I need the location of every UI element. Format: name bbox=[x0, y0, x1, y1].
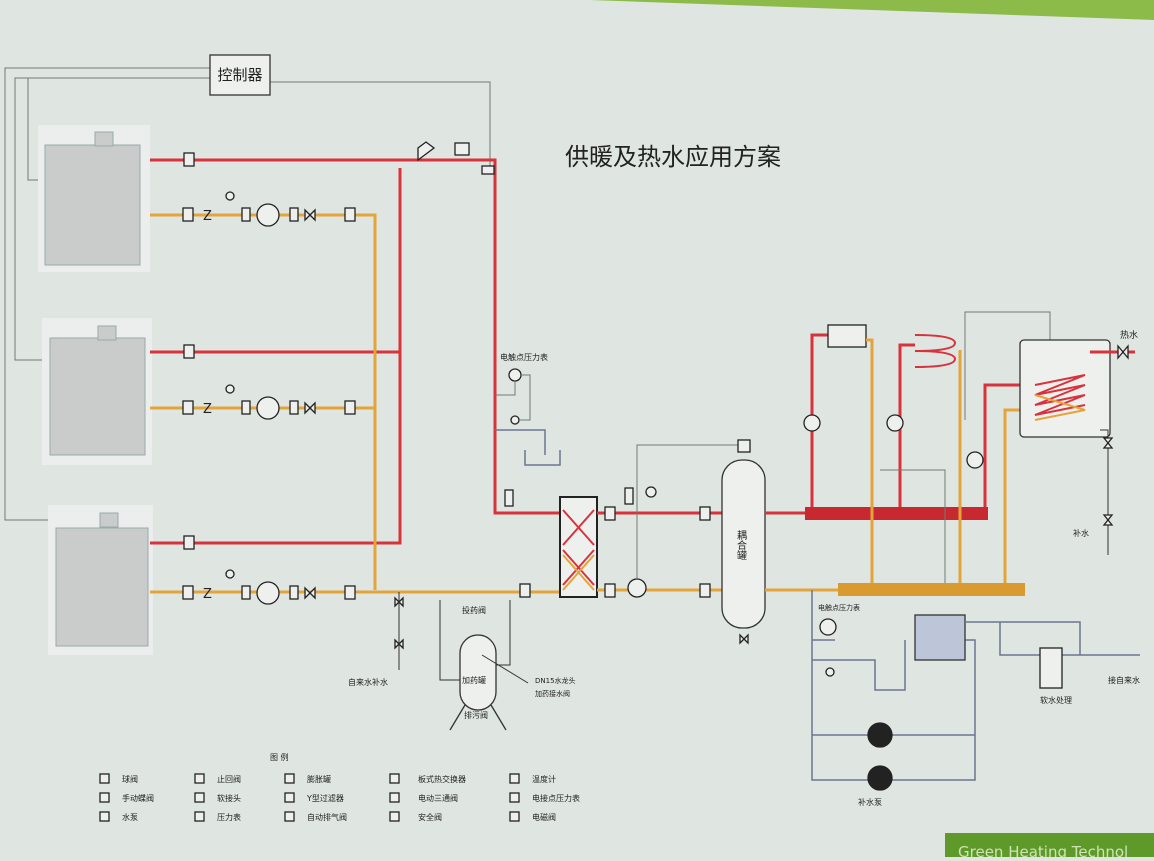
contact-pressure-gauge-icon bbox=[509, 792, 520, 803]
supply-header bbox=[805, 507, 988, 520]
solenoid-valve-icon bbox=[509, 811, 520, 822]
thermometers bbox=[504, 487, 634, 507]
manual-valves-supply bbox=[183, 152, 195, 550]
legend-label: 板式热交换器 bbox=[418, 774, 466, 784]
legend-label: 球阀 bbox=[122, 774, 138, 784]
return-header bbox=[838, 583, 1025, 596]
manual-balance-valve-icon bbox=[99, 792, 110, 803]
auto-air-vent-icon bbox=[284, 811, 295, 822]
legend-item-auto-air-vent: 自动排气阀 bbox=[284, 811, 347, 822]
plate-heat-exchanger bbox=[559, 496, 598, 598]
check-valve-icon bbox=[194, 773, 205, 784]
legend-label: 温度计 bbox=[532, 774, 556, 784]
legend-label: 电接点压力表 bbox=[532, 793, 580, 803]
legend-label: 膨胀罐 bbox=[307, 774, 331, 784]
legend-label: 电磁阀 bbox=[532, 812, 556, 822]
legend-label: 水泵 bbox=[122, 812, 138, 822]
legend-label: 止回阀 bbox=[217, 774, 241, 784]
label-hot-water: 热水 bbox=[1120, 329, 1138, 341]
label-softener: 软水处理 bbox=[1040, 695, 1072, 705]
makeup-water-system bbox=[811, 590, 1140, 791]
legend-heading: 图 例 bbox=[270, 752, 289, 762]
motorized-3way-valve-icon bbox=[389, 792, 400, 803]
ball-valve-icon bbox=[99, 773, 110, 784]
legend-label: 压力表 bbox=[217, 812, 241, 822]
legend-item-manual-balance-valve: 手动蝶阀 bbox=[99, 792, 154, 803]
legend-item-solenoid-valve: 电磁阀 bbox=[509, 811, 556, 822]
legend-label: Y型过滤器 bbox=[306, 793, 344, 803]
svg-text:Z: Z bbox=[203, 209, 212, 224]
thermometer-icon bbox=[509, 773, 520, 784]
legend-item-contact-pressure-gauge: 电接点压力表 bbox=[509, 792, 580, 803]
hot-water-tank bbox=[1019, 339, 1135, 555]
legend-item-expansion-tank: 膨胀罐 bbox=[284, 773, 331, 784]
label-makeup-pump: 补水泵 bbox=[858, 797, 882, 807]
top-brand-band bbox=[590, 0, 1154, 20]
boiler-1 bbox=[38, 125, 150, 272]
pressure-gauge-icon bbox=[194, 811, 205, 822]
control-wiring bbox=[4, 67, 491, 521]
legend-item-pressure-gauge: 压力表 bbox=[194, 811, 241, 822]
label-tap-note-2: 加药接水阀 bbox=[535, 689, 570, 698]
controller-box: 控制器 bbox=[209, 54, 271, 96]
diagram-title: 供暖及热水应用方案 bbox=[565, 143, 781, 171]
plate-heat-exchanger-icon bbox=[389, 773, 400, 784]
boiler-3 bbox=[48, 505, 153, 655]
coupling-tank bbox=[721, 439, 766, 645]
label-pressure-gauge-bottom: 电触点压力表 bbox=[818, 603, 860, 612]
label-makeup-water: 补水 bbox=[1073, 528, 1089, 538]
expansion-tank-icon bbox=[284, 773, 295, 784]
legend-item-ball-valve: 球阀 bbox=[99, 773, 138, 784]
legend-item-y-strainer: Y型过滤器 bbox=[284, 792, 344, 803]
legend-label: 自动排气阀 bbox=[307, 812, 347, 822]
safety-valve-icon bbox=[389, 811, 400, 822]
label-pressure-gauge-top: 电触点压力表 bbox=[500, 352, 548, 362]
legend-item-thermometer: 温度计 bbox=[509, 773, 556, 784]
y-strainer-icon bbox=[284, 792, 295, 803]
pump-icon bbox=[99, 811, 110, 822]
svg-text:Green Heating Technol: Green Heating Technol bbox=[958, 843, 1128, 857]
secondary-pump bbox=[519, 444, 740, 598]
legend-label: 软接头 bbox=[217, 793, 241, 803]
label-drain-valve: 排污阀 bbox=[464, 710, 488, 720]
label-tap-in: 接自来水 bbox=[1108, 675, 1140, 685]
soft-joint-icon bbox=[194, 792, 205, 803]
legend-item-motorized-3way-valve: 电动三通阀 bbox=[389, 792, 458, 803]
label-tap-note-1: DN15水龙头 bbox=[535, 676, 576, 685]
footer-brand-bar: Green Heating Technol bbox=[945, 833, 1154, 861]
boiler-2 bbox=[42, 318, 152, 465]
boiler-pump-groups: Z bbox=[182, 191, 356, 605]
safety-valve-and-vent bbox=[417, 141, 495, 175]
label-dosing-tank: 加药罐 bbox=[462, 675, 486, 685]
legend-item-check-valve: 止回阀 bbox=[194, 773, 241, 784]
legend-item-safety-valve: 安全阀 bbox=[389, 811, 442, 822]
label-coupling-tank: 耦合罐 bbox=[735, 530, 747, 561]
legend-item-plate-heat-exchanger: 板式热交换器 bbox=[389, 773, 466, 784]
contact-pressure-gauge-top bbox=[495, 368, 561, 466]
legend-item-soft-joint: 软接头 bbox=[194, 792, 241, 803]
legend-item-pump: 水泵 bbox=[99, 811, 138, 822]
legend-label: 手动蝶阀 bbox=[122, 793, 154, 803]
dosing-tank bbox=[394, 592, 529, 731]
legend-label: 安全阀 bbox=[418, 812, 442, 822]
legend-label: 电动三通阀 bbox=[418, 793, 458, 803]
label-tap-makeup: 自来水补水 bbox=[348, 677, 388, 687]
svg-text:控制器: 控制器 bbox=[217, 66, 262, 84]
heating-branches bbox=[803, 311, 1051, 583]
label-dosing-valve: 投药阀 bbox=[462, 605, 486, 615]
